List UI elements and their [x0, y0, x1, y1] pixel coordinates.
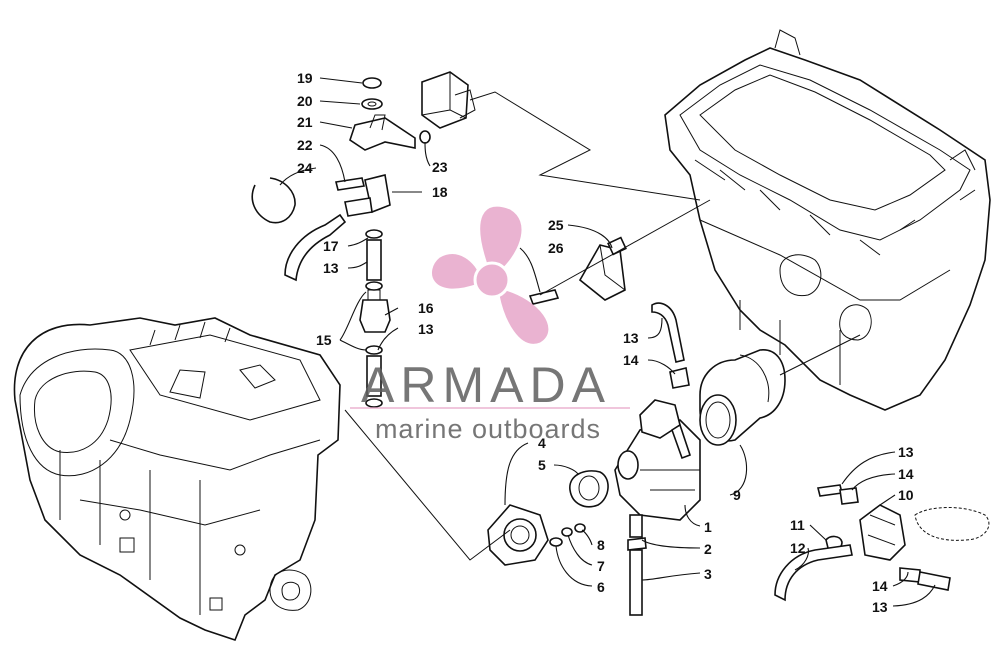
relay-box [421, 71, 476, 129]
callout-6: 6 [597, 579, 605, 595]
callout-8: 8 [597, 537, 605, 553]
callout-19: 19 [297, 70, 313, 86]
callout-25: 25 [548, 217, 564, 233]
vent-line [651, 302, 690, 389]
callout-7: 7 [597, 558, 605, 574]
callout-10: 10 [898, 487, 914, 503]
leader-lines [279, 77, 936, 607]
engine-block-left [13, 317, 341, 641]
callout-13-d: 13 [898, 444, 914, 460]
watermark: ARMADA marine outboards [350, 206, 630, 444]
callout-labels: 19 20 21 22 24 23 18 17 13 25 26 15 16 1… [297, 70, 914, 615]
callout-13-e: 13 [872, 599, 888, 615]
callout-14-c: 14 [872, 578, 888, 594]
drive-belt [251, 177, 296, 224]
callout-23: 23 [432, 159, 448, 175]
callout-9: 9 [733, 487, 741, 503]
callout-15: 15 [316, 332, 332, 348]
routing-lines [344, 91, 861, 561]
callout-16: 16 [418, 300, 434, 316]
watermark-brand: ARMADA [361, 357, 611, 413]
fitting-cluster [335, 77, 431, 217]
callout-13-a: 13 [323, 260, 339, 276]
intake-flange [487, 470, 609, 566]
callout-17: 17 [323, 238, 339, 254]
propeller-logo [432, 206, 549, 344]
drain-line [627, 537, 647, 616]
airbox-right [664, 29, 991, 411]
callout-20: 20 [297, 93, 313, 109]
callout-14-b: 14 [898, 466, 914, 482]
callout-2: 2 [704, 541, 712, 557]
callout-1: 1 [704, 519, 712, 535]
intake-boot [699, 349, 786, 446]
callout-11: 11 [790, 517, 805, 533]
carb-top-parts [528, 236, 627, 305]
callout-14-a: 14 [623, 352, 639, 368]
callout-12: 12 [790, 540, 806, 556]
callout-4: 4 [538, 435, 546, 451]
callout-3: 3 [704, 566, 712, 582]
callout-26: 26 [548, 240, 564, 256]
callout-13-b: 13 [418, 321, 434, 337]
watermark-tagline: marine outboards [375, 414, 601, 444]
callout-21: 21 [297, 114, 313, 130]
fuel-pump [774, 484, 990, 602]
callout-22: 22 [297, 137, 313, 153]
callout-5: 5 [538, 457, 546, 473]
carburetor [614, 399, 701, 538]
callout-24: 24 [297, 160, 313, 176]
callout-18: 18 [432, 184, 448, 200]
callout-13-c: 13 [623, 330, 639, 346]
